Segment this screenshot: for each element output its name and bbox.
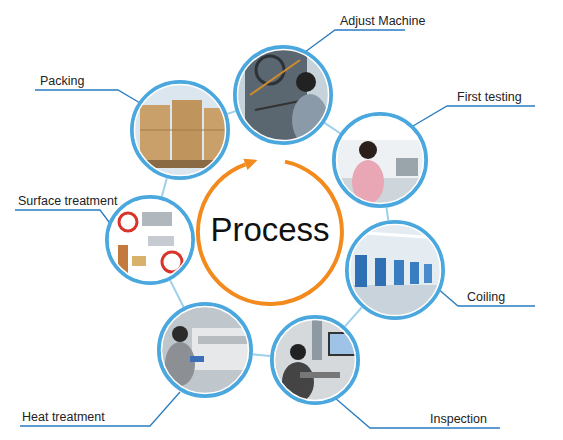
circle-inner-ring	[350, 225, 441, 316]
circle-border	[107, 197, 193, 283]
leader-lines	[15, 30, 535, 428]
circle-outline	[130, 80, 230, 180]
cycle-arrow	[198, 162, 342, 304]
inspection-photo	[270, 315, 360, 405]
machine-photo	[230, 40, 340, 150]
step-label: First testing	[457, 90, 522, 104]
photo-circle: Adjust Machine	[233, 45, 333, 145]
center-title: Process	[210, 211, 329, 249]
circle-outline	[332, 112, 428, 208]
circle-border	[334, 114, 426, 206]
coiling-photo	[345, 220, 445, 320]
step-label: Adjust Machine	[340, 14, 425, 28]
cycle-arrowhead	[243, 159, 257, 170]
step-label: Heat treatment	[22, 410, 105, 424]
circle-inner-ring	[110, 200, 191, 281]
ring-connector	[386, 208, 388, 221]
circle-inner-ring	[135, 85, 226, 176]
circle-border	[272, 317, 358, 403]
photo-circle: Coiling	[345, 220, 445, 320]
packing-photo	[130, 80, 230, 180]
circle-border	[159, 304, 251, 396]
circle-border	[132, 82, 228, 178]
photo-circle: Inspection	[270, 315, 360, 405]
ring-connector	[170, 280, 183, 307]
photo-circle: Surface treatment	[105, 195, 195, 285]
step-label: Inspection	[430, 412, 487, 426]
step-label: Coiling	[467, 290, 505, 304]
photo-circle: Packing	[130, 80, 230, 180]
circle-outline	[105, 195, 195, 285]
photo-circle: First testing	[332, 112, 428, 208]
step-label: Surface treatment	[18, 194, 117, 208]
ring-connector	[345, 307, 362, 326]
ring-connector	[253, 354, 270, 356]
circle-outline	[157, 302, 253, 398]
circle-border	[347, 222, 443, 318]
ring-connector	[227, 111, 235, 114]
heat-treatment-photo	[155, 300, 255, 400]
testing-photo	[330, 110, 430, 218]
circle-inner-ring	[162, 307, 249, 394]
circle-inner-ring	[337, 117, 424, 204]
circle-outline	[233, 45, 333, 145]
circle-border	[235, 47, 331, 143]
surface-treatment-photo	[105, 195, 195, 285]
circle-outline	[345, 220, 445, 320]
ring-connector	[325, 123, 341, 133]
photo-circle: Heat treatment	[157, 302, 253, 398]
circle-inner-ring	[275, 320, 356, 401]
step-label: Packing	[40, 74, 84, 88]
ring-connector	[162, 178, 167, 196]
circle-inner-ring	[238, 50, 329, 141]
circle-outline	[270, 315, 360, 405]
